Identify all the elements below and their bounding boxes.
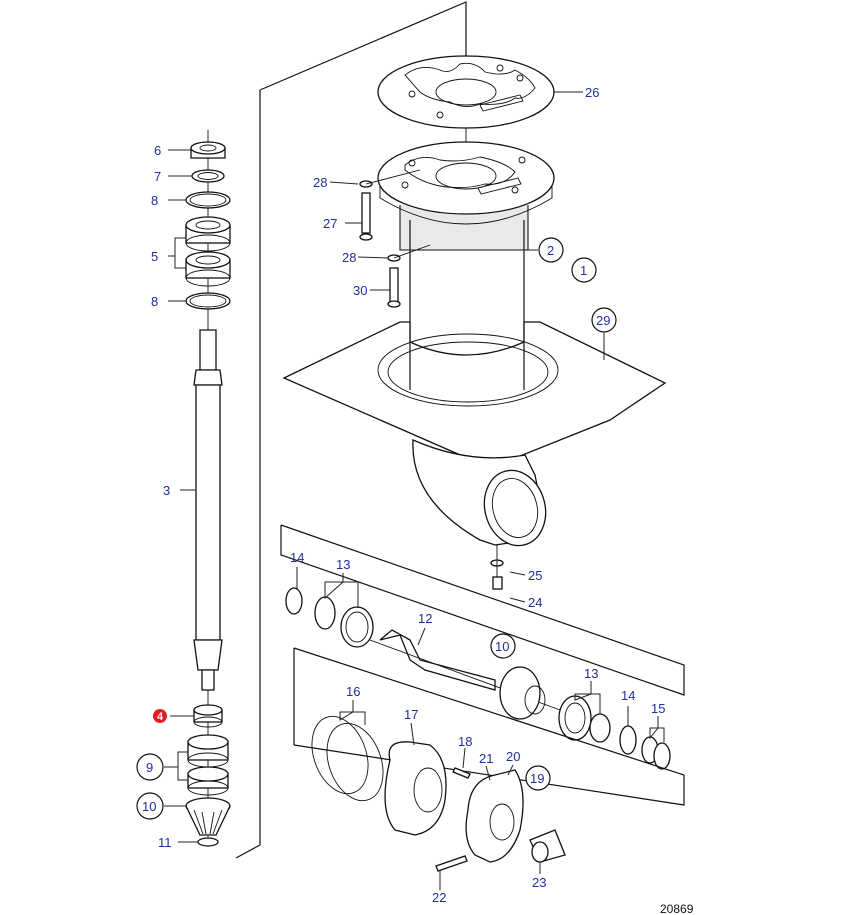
callout-numbers: 6 7 8 5 8 3 4 9 10 11 28 27 28 30 2 1 26… — [142, 85, 665, 905]
frame-lines — [235, 1, 467, 859]
callout-3: 3 — [163, 483, 170, 498]
gasket-26 — [377, 55, 555, 129]
callout-10-left: 10 — [142, 799, 156, 814]
callout-11: 11 — [158, 835, 172, 850]
drawing-number: 20869 — [660, 902, 694, 915]
callout-26: 26 — [585, 85, 599, 100]
callout-12: 12 — [418, 611, 432, 626]
callout-28-lower: 28 — [342, 250, 356, 265]
nut-6 — [190, 141, 226, 159]
callout-17: 17 — [404, 707, 418, 722]
callout-1: 1 — [580, 263, 587, 278]
bearing-13-left — [314, 596, 336, 630]
callout-6: 6 — [154, 143, 161, 158]
ring-4 — [193, 704, 223, 728]
bevel-gear-10-right — [499, 666, 541, 720]
shaft-assembly — [185, 130, 231, 847]
highlight-badge-4 — [153, 709, 167, 723]
callout-16: 16 — [346, 684, 360, 699]
circled-callouts — [136, 237, 617, 820]
washer-7 — [191, 169, 225, 183]
callout-13-right: 13 — [584, 666, 598, 681]
oring-16 — [311, 715, 369, 795]
callout-24: 24 — [528, 595, 542, 610]
bushing-23 — [529, 829, 566, 863]
screw-18 — [452, 767, 471, 779]
leader-lines — [164, 91, 665, 890]
callout-27: 27 — [323, 216, 337, 231]
callout-14-right: 14 — [621, 688, 635, 703]
callout-18: 18 — [458, 734, 472, 749]
callout-5: 5 — [151, 249, 158, 264]
callout-25: 25 — [528, 568, 542, 583]
callout-15: 15 — [651, 701, 665, 716]
leg-housing-2 — [377, 141, 555, 390]
callout-2: 2 — [547, 243, 554, 258]
callout-28-upper: 28 — [313, 175, 327, 190]
callout-13-left: 13 — [336, 557, 350, 572]
screw-22 — [435, 855, 468, 872]
oring-14-right — [619, 725, 637, 755]
callout-8-upper: 8 — [151, 193, 158, 208]
callout-7: 7 — [154, 169, 161, 184]
bearing-9 — [187, 734, 229, 796]
callout-14-left: 14 — [290, 550, 304, 565]
nut-11 — [197, 837, 219, 847]
callout-29: 29 — [596, 313, 610, 328]
callout-22: 22 — [432, 890, 446, 905]
vertical-shaft-3 — [193, 329, 223, 691]
bearing-5 — [185, 216, 231, 287]
callout-10-right: 10 — [495, 639, 509, 654]
callout-9: 9 — [146, 760, 153, 775]
screw-24-washer-25 — [490, 545, 504, 590]
elbow-housing — [412, 439, 547, 547]
callout-23: 23 — [532, 875, 546, 890]
bevel-gear-10-left — [185, 797, 231, 836]
mounting-plate-29 — [282, 321, 667, 469]
callout-30: 30 — [353, 283, 367, 298]
housing-17 — [384, 741, 447, 836]
callout-20: 20 — [506, 749, 520, 764]
callout-4: 4 — [157, 711, 164, 723]
callout-19: 19 — [530, 771, 544, 786]
cover-20-21 — [465, 769, 524, 863]
oring-14-left — [285, 587, 303, 615]
bolts-27-28-30 — [359, 169, 431, 308]
callout-8-lower: 8 — [151, 294, 158, 309]
callout-21: 21 — [479, 751, 493, 766]
